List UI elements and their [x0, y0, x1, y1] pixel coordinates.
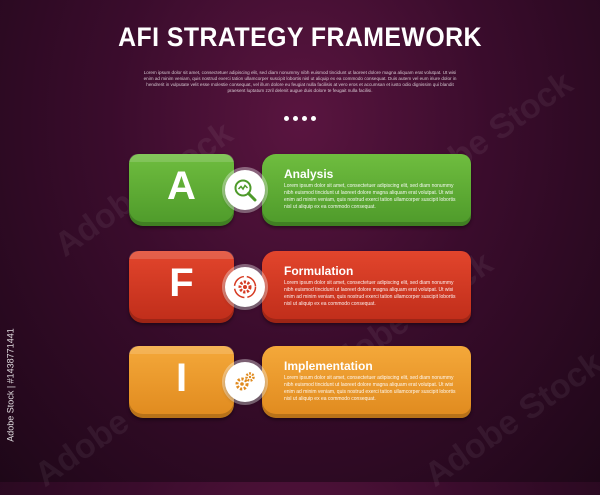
- stock-id-vertical: Adobe Stock | #1438771441: [5, 328, 16, 442]
- text-box-implementation: Implementation Lorem ipsum dolor sit ame…: [262, 346, 471, 418]
- step-letter: F: [169, 261, 194, 305]
- step-body: Lorem ipsum dolor sit amet, consectetuer…: [284, 375, 456, 402]
- text-box-formulation: Formulation Lorem ipsum dolor sit amet, …: [262, 251, 471, 323]
- step-letter: I: [175, 356, 188, 400]
- gear-cycle-icon: [225, 267, 265, 307]
- step-heading: Formulation: [284, 264, 354, 278]
- step-implementation: I Implementation Lorem ipsum dolor sit a…: [129, 346, 471, 422]
- step-letter: A: [167, 164, 196, 208]
- step-formulation: F Formulation Lorem ipsum dolor sit amet…: [129, 251, 471, 327]
- page-title: AFI STRATEGY FRAMEWORK: [118, 22, 482, 52]
- letter-box-i: I: [129, 346, 234, 418]
- pagination-dots: [0, 108, 600, 126]
- page-subtitle: Lorem ipsum dolor sit amet, consectetuer…: [143, 70, 457, 93]
- letter-box-f: F: [129, 251, 234, 323]
- step-body: Lorem ipsum dolor sit amet, consectetuer…: [284, 183, 456, 210]
- step-analysis: A Analysis Lorem ipsum dolor sit amet, c…: [129, 154, 471, 230]
- magnifier-chart-icon: [225, 170, 265, 210]
- step-heading: Implementation: [284, 359, 373, 373]
- text-box-analysis: Analysis Lorem ipsum dolor sit amet, con…: [262, 154, 471, 226]
- gears-icon: [225, 362, 265, 402]
- step-body: Lorem ipsum dolor sit amet, consectetuer…: [284, 280, 456, 307]
- letter-box-a: A: [129, 154, 234, 226]
- step-heading: Analysis: [284, 167, 334, 181]
